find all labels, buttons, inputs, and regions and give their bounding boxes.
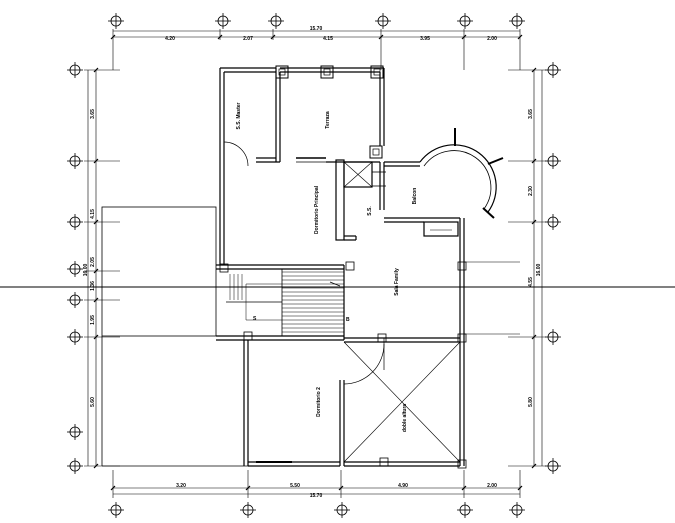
- right-total-dimension: 16.00: [536, 264, 542, 277]
- axis-bubble-icon: [545, 214, 561, 230]
- room-label-terrace: Terraza: [325, 111, 331, 129]
- top-dimension-3: 4.15: [323, 36, 333, 42]
- axis-bubble-icon: [67, 153, 83, 169]
- stair-label-up: S: [253, 316, 257, 322]
- axis-bubble-icon: [509, 13, 525, 29]
- axis-bubble-icon: [67, 292, 83, 308]
- left-dimension-chain: [84, 67, 120, 469]
- top-total-dimension: 15.70: [310, 26, 323, 32]
- axis-bubble-icon: [268, 13, 284, 29]
- right-dimension-chain: [508, 67, 546, 469]
- axis-bubble-icon: [545, 153, 561, 169]
- top-dimension-1: 4.20: [165, 36, 175, 42]
- axis-bubble-icon: [215, 13, 231, 29]
- right-dimension-1: 3.65: [528, 109, 534, 119]
- axis-bubble-icon: [108, 13, 124, 29]
- top-dimension-2: 2.07: [243, 36, 253, 42]
- room-label-double-height: doble altura: [402, 404, 408, 433]
- stair-label-down: B: [346, 317, 350, 323]
- room-label-family-room: Sala Family: [394, 268, 400, 296]
- bottom-total-dimension: 15.70: [310, 493, 323, 499]
- bottom-dimension-chain: [110, 470, 523, 498]
- axis-bubble-icon: [375, 13, 391, 29]
- bottom-dimension-1: 3.20: [176, 483, 186, 489]
- room-label-balcony: Balcon: [412, 188, 418, 205]
- left-dimension-5: 1.95: [90, 315, 96, 325]
- axis-bubble-icon: [67, 458, 83, 474]
- right-dimension-4: 5.80: [528, 397, 534, 407]
- axis-bubble-icon: [240, 502, 256, 518]
- left-dimension-4: 1.36: [90, 281, 96, 291]
- top-dimension-4: 3.95: [420, 36, 430, 42]
- right-dimension-2: 2.30: [528, 186, 534, 196]
- top-dimension-chain: [110, 29, 523, 70]
- room-label-bedroom-2: Dormitorio 2: [316, 387, 322, 417]
- axis-bubble-icon: [509, 502, 525, 518]
- bottom-dimension-4: 2.00: [487, 483, 497, 489]
- axis-bubble-icon: [67, 424, 83, 440]
- axis-bubble-icon: [67, 214, 83, 230]
- axis-bubble-icon: [545, 458, 561, 474]
- room-label-master-bedroom: Dormitorio Principal: [314, 185, 320, 234]
- axis-bubble-icon: [67, 261, 83, 277]
- bottom-dimension-2: 5.50: [290, 483, 300, 489]
- bottom-dimension-3: 4.90: [398, 483, 408, 489]
- left-dimension-3: 2.05: [90, 257, 96, 267]
- left-dimension-1: 3.65: [90, 109, 96, 119]
- top-dimension-5: 2.00: [487, 36, 497, 42]
- axis-bubble-icon: [334, 502, 350, 518]
- walls: [101, 65, 520, 469]
- left-dimension-2: 4.15: [90, 209, 96, 219]
- axis-markers: [67, 13, 561, 518]
- axis-bubble-icon: [545, 329, 561, 345]
- right-dimension-3: 4.55: [528, 277, 534, 287]
- room-label-wc: S.S.: [367, 206, 373, 216]
- axis-bubble-icon: [67, 329, 83, 345]
- axis-bubble-icon: [457, 502, 473, 518]
- axis-bubble-icon: [108, 502, 124, 518]
- axis-bubble-icon: [545, 62, 561, 78]
- axis-bubble-icon: [67, 62, 83, 78]
- room-label-master-bath: S.S. Master: [236, 102, 242, 129]
- left-dimension-6: 5.60: [90, 397, 96, 407]
- axis-bubble-icon: [457, 13, 473, 29]
- left-total-dimension: 16.00: [83, 264, 89, 277]
